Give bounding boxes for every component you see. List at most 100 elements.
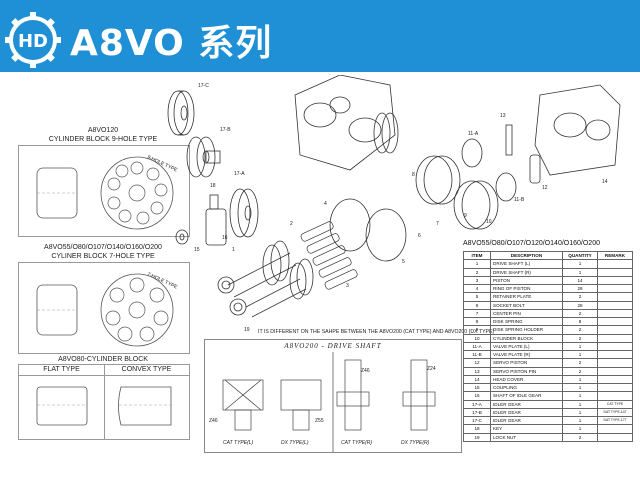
label-17c: 17-C — [198, 83, 209, 89]
label-3: 3 — [346, 283, 349, 289]
idler-gear-17c — [167, 90, 195, 136]
label-17b: 17-B — [220, 127, 231, 133]
cell-remark — [597, 308, 633, 319]
cell-description: DISK SPRING HOLDER — [490, 325, 563, 335]
label-7: 7 — [436, 221, 439, 227]
header-banner: HD A8VO 系列 — [0, 0, 640, 72]
cell-description: SOCKET BOLT — [490, 300, 563, 310]
cell-item: 16 — [463, 391, 491, 401]
label-9: 9 — [464, 213, 467, 219]
retainer-plate — [329, 198, 407, 262]
cell-quantity: 28 — [562, 300, 598, 310]
cell-description: IDLER GEAR — [490, 407, 563, 418]
cell-quantity: 1 — [562, 267, 598, 277]
cell-description: HEAD COVER — [490, 374, 563, 385]
cell-item: 4 — [463, 283, 491, 294]
cell-item: 11-A — [463, 341, 491, 352]
cell-description: SHAFT OF IDLE GEAR — [490, 391, 563, 401]
panel2-drawing: 7-HOLE TYPE — [18, 262, 190, 354]
label-18: 18 — [210, 183, 216, 189]
cell-description: DRIVE SHAFT (R) — [490, 267, 563, 277]
cell-description: VALVE PLATE (L) — [490, 341, 563, 352]
dx-type-l-label: DX TYPE(L) — [281, 440, 309, 446]
cell-item: 17-A — [463, 399, 491, 409]
cell-item: 17-B — [463, 407, 491, 418]
cell-quantity: 14 — [562, 275, 598, 286]
idler-gear-17a — [229, 188, 259, 238]
cell-remark — [597, 333, 633, 343]
cell-item: 10 — [463, 333, 491, 343]
cell-remark — [597, 300, 633, 310]
cell-item: 5 — [463, 292, 491, 302]
cell-quantity: 1 — [562, 349, 598, 360]
label-2: 2 — [290, 221, 293, 227]
shape-note: IT IS DIFFERENT ON THE SAHPE BETWEEN THE… — [258, 329, 495, 335]
panel1-subtitle: CYLINDER BLOCK 9-HOLE TYPE — [48, 136, 158, 143]
cell-remark: CAT TYPE — [597, 399, 633, 409]
cell-item: 19 — [463, 432, 491, 442]
coupling — [175, 229, 189, 245]
cell-quantity: 1 — [562, 382, 598, 393]
cell-description: LOCK NUT — [490, 432, 563, 442]
servo-piston — [505, 124, 541, 184]
cell-item: 3 — [463, 275, 491, 286]
cell-description: CYLINDER BLOCK — [490, 333, 563, 343]
cell-description: KEY — [490, 424, 563, 434]
cell-remark — [597, 259, 633, 269]
label-4: 4 — [324, 201, 327, 207]
logo-text: HD — [18, 31, 48, 52]
cell-item: 14 — [463, 374, 491, 385]
convex-type-label: CONVEX TYPE — [121, 366, 172, 373]
lock-nut — [217, 276, 247, 316]
cell-item: 2 — [463, 267, 491, 277]
cell-description: CENTER PIN — [490, 308, 563, 319]
label-1: 1 — [232, 247, 235, 253]
cell-item: 7 — [463, 308, 491, 319]
cell-remark — [597, 349, 633, 360]
cell-item: 13 — [463, 366, 491, 376]
cell-remark — [597, 358, 633, 368]
col-remark: REMARK — [597, 250, 633, 261]
label-17a: 17-A — [234, 171, 245, 177]
cell-quantity: 2 — [562, 325, 598, 335]
cell-remark — [597, 275, 633, 286]
idler-gear-17b — [186, 136, 221, 178]
drive-shaft-r — [245, 258, 314, 318]
panel3-title: A8VO80-CYLINDER BLOCK — [58, 356, 148, 363]
label-15: 15 — [194, 247, 200, 253]
label-5: 5 — [402, 259, 405, 265]
cell-quantity: 1 — [562, 374, 598, 385]
cell-remark — [597, 283, 633, 294]
cat-type-r-label: CAT TYPE(R) — [341, 440, 372, 446]
cell-remark — [597, 316, 633, 327]
drive-shaft-panel: A8VO200 - DRIVE SHAFT Z46 Z55 Z46 Z24 CA… — [204, 339, 462, 453]
cell-remark — [597, 374, 633, 385]
cell-description: DISK SPRING — [490, 316, 563, 327]
cell-quantity: 1 — [562, 407, 598, 418]
label-16: 16 — [222, 235, 228, 241]
cell-quantity: 1 — [562, 424, 598, 434]
cell-quantity: 1 — [562, 391, 598, 401]
cell-quantity: 1 — [562, 399, 598, 409]
cell-description: COUPLING — [490, 382, 563, 393]
cell-item: 8 — [463, 316, 491, 327]
idle-gear-shaft — [205, 194, 227, 246]
z46a-label: Z46 — [209, 418, 218, 424]
piston-group — [300, 221, 358, 290]
cell-remark: DAT TYPE-177 — [597, 415, 633, 426]
cell-description: RETAINER PLATE — [490, 292, 563, 302]
panel3-drawing: FLAT TYPE CONVEX TYPE — [18, 364, 190, 440]
cell-description: IDLER GEAR — [490, 399, 563, 409]
cell-item: 12 — [463, 358, 491, 368]
